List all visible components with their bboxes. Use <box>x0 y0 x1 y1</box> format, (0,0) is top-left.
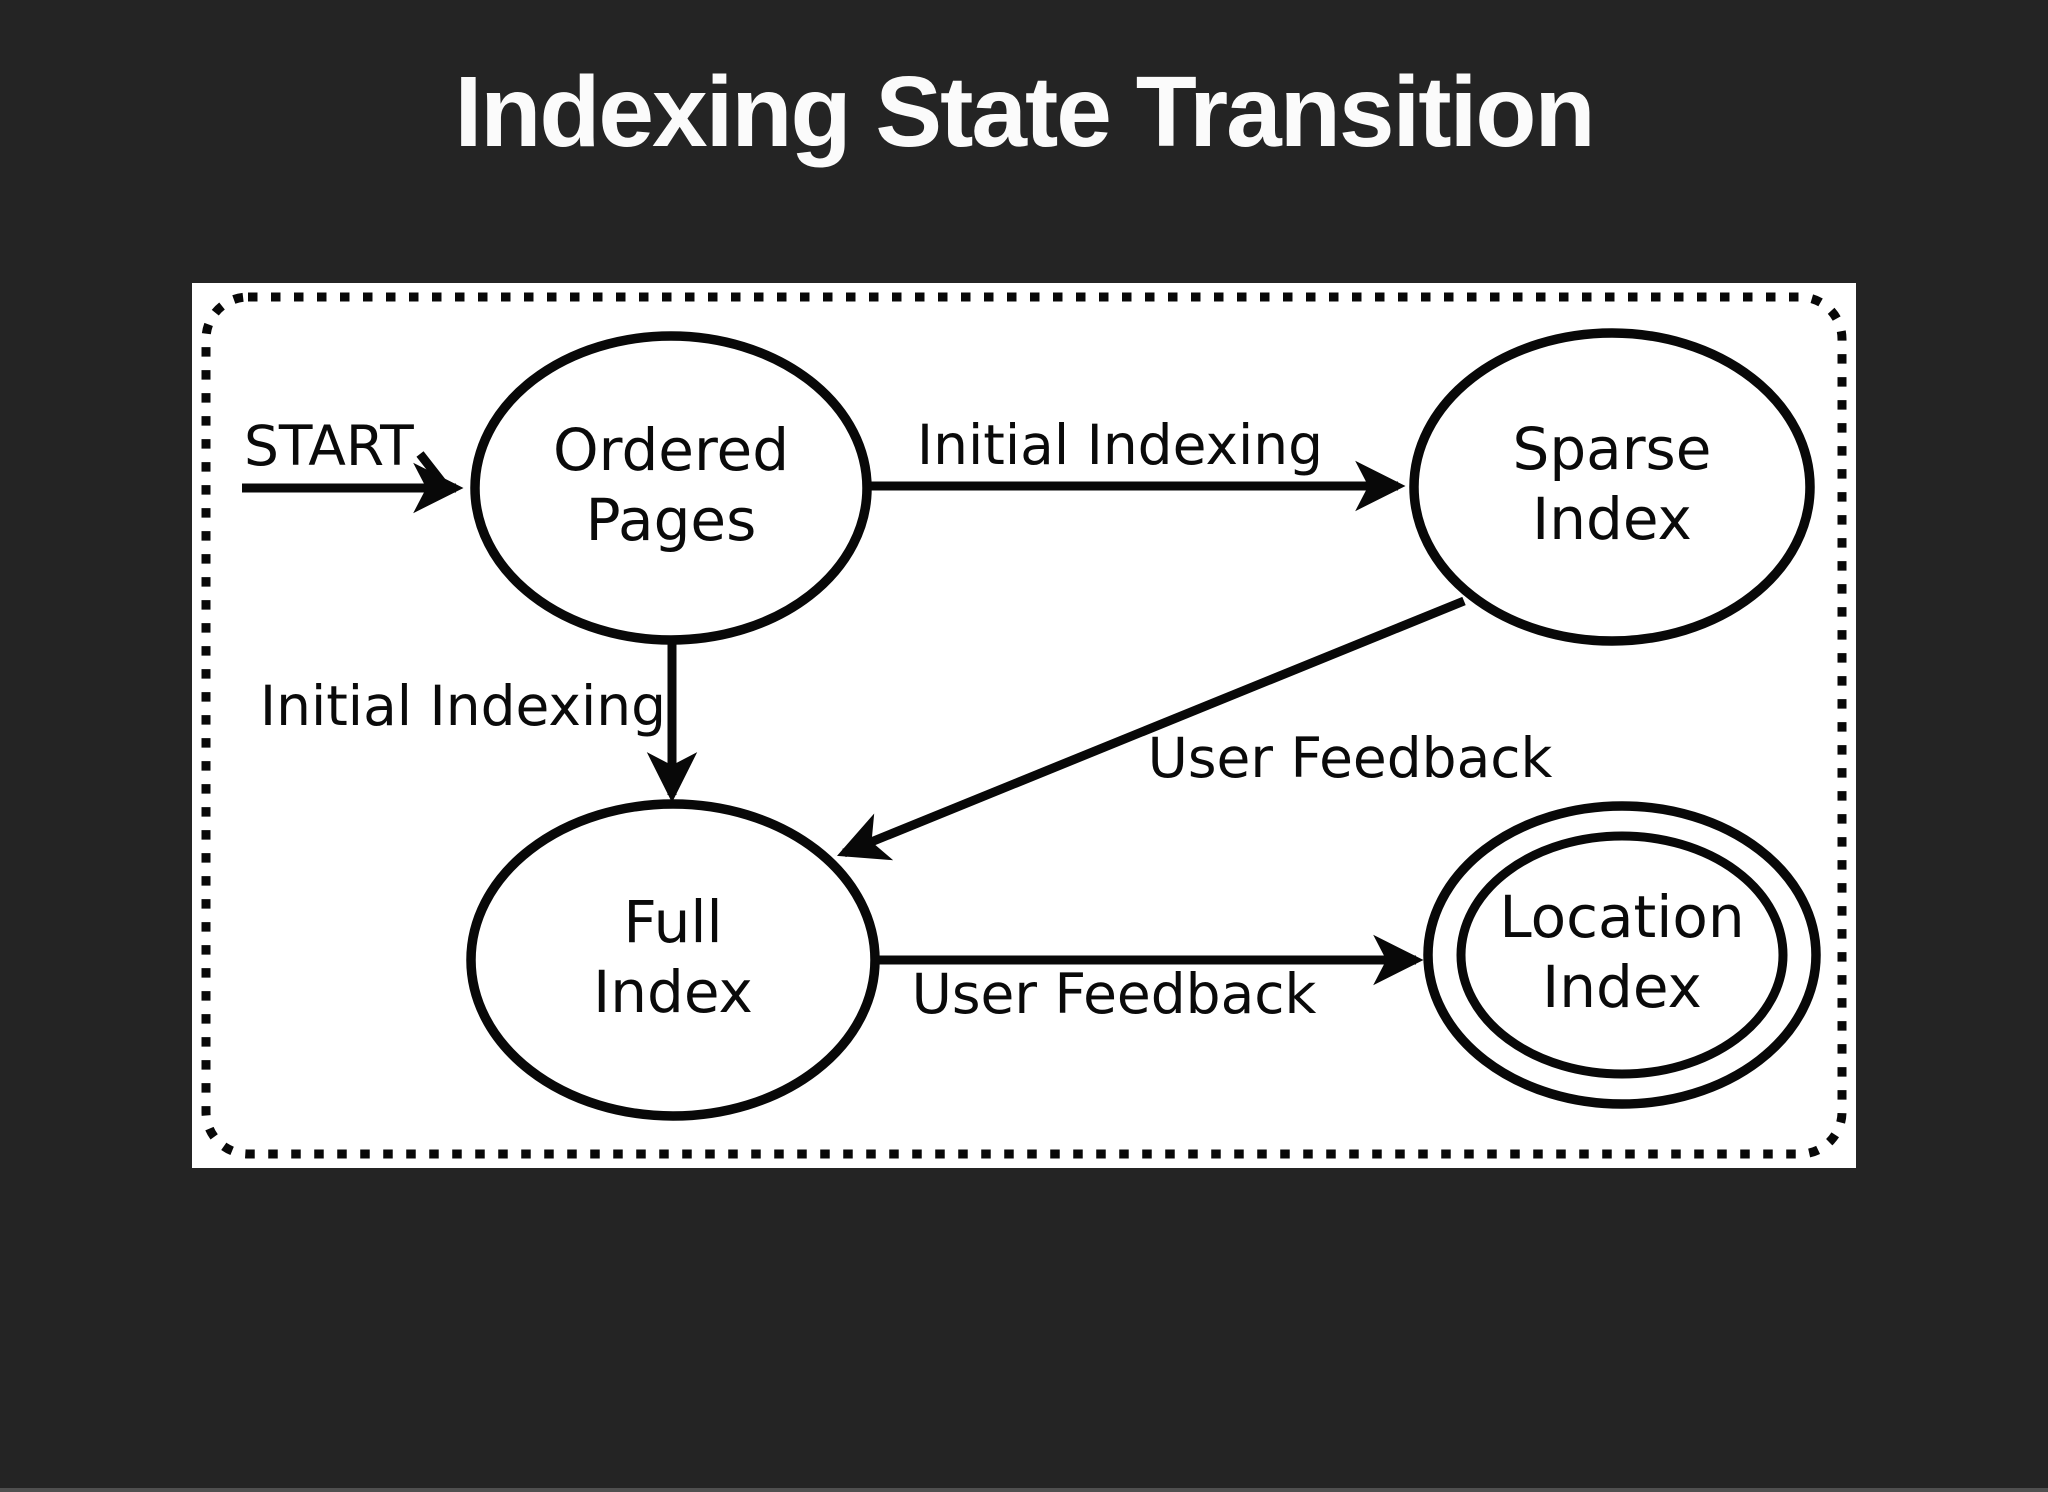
state-full-index-label-line2: Index <box>593 958 753 1026</box>
state-diagram: Ordered Pages Sparse Index Full Index Lo… <box>201 292 1847 1159</box>
dotted-border <box>201 292 1847 1159</box>
page-title: Indexing State Transition <box>454 56 1595 168</box>
start-label: START <box>244 414 414 478</box>
state-full-index-label-line1: Full <box>623 888 722 956</box>
state-sparse-index <box>1409 328 1815 646</box>
diagram-panel: Ordered Pages Sparse Index Full Index Lo… <box>192 283 1856 1168</box>
transition-label-full-to-location: User Feedback <box>912 962 1317 1026</box>
state-ordered-pages-label-line1: Ordered <box>553 416 789 484</box>
state-ordered-pages-label-line2: Pages <box>586 486 757 554</box>
state-location-index-label-line2: Index <box>1542 953 1702 1021</box>
state-location-index <box>1423 801 1821 1109</box>
transition-sparse-to-full <box>836 596 1466 861</box>
transition-label-sparse-to-full: User Feedback <box>1148 726 1553 790</box>
state-location-index-inner-ring <box>1456 831 1788 1079</box>
start-arrow-connector <box>416 451 449 489</box>
state-full-index <box>466 799 880 1121</box>
state-sparse-index-label-line2: Index <box>1532 485 1692 553</box>
transition-label-ordered-to-sparse: Initial Indexing <box>917 413 1323 477</box>
transition-label-ordered-to-full: Initial Indexing <box>260 674 666 738</box>
state-ordered-pages <box>470 331 872 645</box>
bottom-edge-highlight <box>0 1488 2048 1492</box>
state-location-index-label-line1: Location <box>1499 883 1744 951</box>
state-sparse-index-label-line1: Sparse <box>1513 415 1712 483</box>
